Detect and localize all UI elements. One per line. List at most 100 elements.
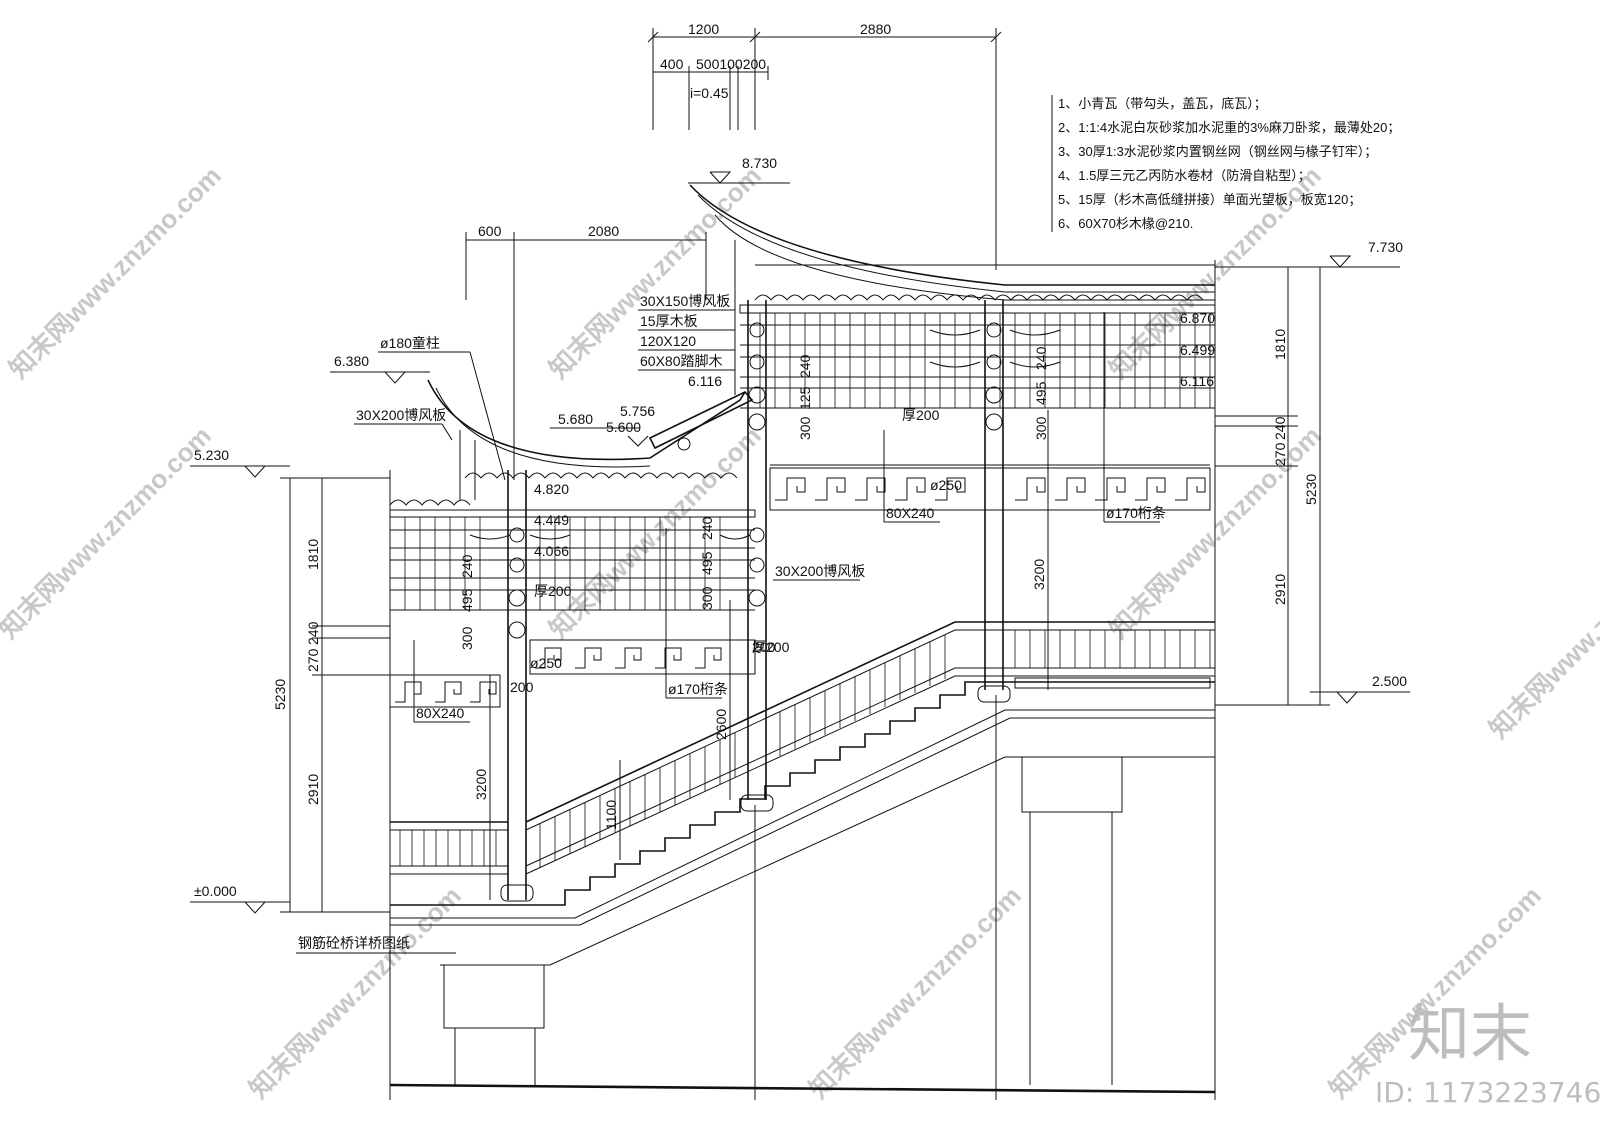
label-purlin-170-right: ø170桁条 xyxy=(1106,505,1166,521)
dim-slope: i=0.45 xyxy=(690,85,729,101)
watermark-site: 知末网www.znzmo.com xyxy=(1323,880,1547,1104)
bridge-structure xyxy=(389,260,1216,1100)
label-board-30x200-mid: 30X200博风板 xyxy=(775,563,865,579)
left-vertical-dims: 1810 240 270 5230 2910 xyxy=(272,477,390,913)
note-2: 2、1:1:4水泥白灰砂浆加水泥重的3%麻刀卧浆，最薄处20； xyxy=(1058,120,1400,136)
note-4: 4、1.5厚三元乙丙防水卷材（防滑自粘型）； xyxy=(1058,168,1311,184)
label-leg-60x80: 60X80踏脚木 xyxy=(640,353,722,369)
inner-dim-240-a: 240 xyxy=(459,554,475,578)
watermark-site: 知末网www.znzmo.com xyxy=(543,160,767,384)
columns xyxy=(469,300,1061,902)
label-80x240-left: 80X240 xyxy=(416,705,464,721)
stair-and-railing xyxy=(390,621,1215,966)
watermark-site: 知末网www.znzmo.com xyxy=(3,160,227,384)
inner-dim-240-c: 240 xyxy=(797,354,813,378)
right-dim-2910: 2910 xyxy=(1272,574,1288,605)
label-purlin-170-mid: ø170桁条 xyxy=(668,681,728,697)
inner-dim-200-b: 200 xyxy=(752,639,776,655)
inner-dim-3200-left: 3200 xyxy=(473,769,489,800)
upper-roof xyxy=(689,184,1216,511)
elev-6870: 6.870 xyxy=(1180,310,1215,326)
left-dim-5230: 5230 xyxy=(272,679,288,710)
inner-dim-240-d: 240 xyxy=(1033,346,1049,370)
dim-2080: 2080 xyxy=(588,223,619,239)
left-roof-dimensions: 600 2080 xyxy=(465,223,707,480)
label-thick200-c: 厚200 xyxy=(752,639,790,655)
inner-dim-495-d: 495 xyxy=(1033,381,1049,405)
right-vertical-dims: 1810 240 270 5230 2910 xyxy=(1215,266,1330,706)
left-dim-240: 240 xyxy=(305,621,321,645)
label-phi250-right: ø250 xyxy=(930,477,962,493)
elev-4820: 4.820 xyxy=(534,481,569,497)
inner-dim-300-b: 300 xyxy=(699,586,715,610)
right-dim-1810: 1810 xyxy=(1272,329,1288,360)
lower-roof xyxy=(389,379,756,900)
label-phi250-left: ø250 xyxy=(530,655,562,671)
elev-5230: 5.230 xyxy=(194,447,229,463)
elev-7730: 7.730 xyxy=(1368,239,1403,255)
label-80x240-right: 80X240 xyxy=(886,505,934,521)
left-dim-270: 270 xyxy=(305,648,321,672)
inner-dim-240-b: 240 xyxy=(699,516,715,540)
elev-2500: 2.500 xyxy=(1372,673,1407,689)
inner-dim-300-c: 300 xyxy=(797,416,813,440)
elev-4449: 4.449 xyxy=(534,512,569,528)
note-1: 1、小青瓦（带勾头，盖瓦，底瓦）； xyxy=(1058,96,1267,112)
watermark-site: 知末网www.znzmo.com xyxy=(1483,520,1600,744)
label-board-30x200-left: 30X200博风板 xyxy=(356,407,446,423)
inner-dim-3200-right: 3200 xyxy=(1031,559,1047,590)
dim-600: 600 xyxy=(478,223,502,239)
label-wood-15: 15厚木板 xyxy=(640,313,698,329)
construction-notes: 1、小青瓦（带勾头，盖瓦，底瓦）； 2、1:1:4水泥白灰砂浆加水泥重的3%麻刀… xyxy=(1051,95,1400,232)
note-3: 3、30厚1:3水泥砂浆内置钢丝网（钢丝网与椽子钉牢）； xyxy=(1058,144,1377,160)
inner-vertical-dims: 3200 3200 2600 1100 200 200 300 495 240 … xyxy=(459,346,1049,900)
watermark-layer: 知末网www.znzmo.com 知末网www.znzmo.com 知末网www… xyxy=(0,160,1600,1104)
watermark-id: ID: 1173223746 xyxy=(1375,1076,1600,1109)
label-post-180: ø180童柱 xyxy=(380,335,440,351)
upper-roof-slats xyxy=(759,313,1211,408)
inner-dim-300-a: 300 xyxy=(459,626,475,650)
label-bridge-note: 钢筋砼桥详桥图纸 xyxy=(298,935,410,951)
inner-dim-1100: 1100 xyxy=(603,800,619,830)
dim-400: 400 xyxy=(660,56,684,72)
elev-5756: 5.756 xyxy=(620,403,655,419)
left-dim-1810: 1810 xyxy=(305,539,321,570)
elev-6116-right: 6.116 xyxy=(1180,373,1214,389)
upper-roof-tiles xyxy=(754,294,1204,301)
note-6: 6、60X70杉木椽@210. xyxy=(1058,216,1193,231)
elev-6116: 6.116 xyxy=(688,373,722,389)
elev-4066: 4.066 xyxy=(534,543,569,559)
elev-0: ±0.000 xyxy=(194,883,237,899)
right-dim-240: 240 xyxy=(1272,416,1288,440)
label-board-30x150: 30X150博风板 xyxy=(640,293,730,309)
elev-8730: 8.730 xyxy=(742,155,777,171)
dim-2880: 2880 xyxy=(860,21,891,37)
elev-5600: 5.600 xyxy=(606,419,641,435)
inner-dim-125: 125 xyxy=(797,386,813,410)
dim-500100200: 500100200 xyxy=(696,56,766,72)
watermark-logo: 知末 xyxy=(1408,997,1532,1070)
label-sq-120: 120X120 xyxy=(640,333,696,349)
elev-6380: 6.380 xyxy=(334,353,369,369)
inner-dim-300-d: 300 xyxy=(1033,416,1049,440)
inner-dim-495-a: 495 xyxy=(459,588,475,612)
member-labels: 30X150博风板 15厚木板 120X120 60X80踏脚木 ø180童柱 … xyxy=(296,293,1166,954)
right-dim-270: 270 xyxy=(1272,442,1288,466)
top-dimension-chain: 1200 2880 400 500100200 i=0.45 xyxy=(647,21,1002,270)
elevation-markers: 8.730 7.730 6.870 6.499 6.116 6.116 6.38… xyxy=(190,155,1410,914)
watermark-site: 知末网www.znzmo.com xyxy=(803,880,1027,1104)
inner-dim-495-b: 495 xyxy=(699,551,715,575)
inner-dim-2600: 2600 xyxy=(713,709,729,740)
left-dim-2910: 2910 xyxy=(305,774,321,805)
elev-5680: 5.680 xyxy=(558,411,593,427)
label-thick200-b: 厚200 xyxy=(534,583,572,599)
watermark-site: 知末网www.znzmo.com xyxy=(0,420,217,644)
dim-1200: 1200 xyxy=(688,21,719,37)
inner-dim-200-a: 200 xyxy=(510,679,534,695)
elev-6499: 6.499 xyxy=(1180,342,1215,358)
label-thick200-a: 厚200 xyxy=(902,407,940,423)
right-dim-5230: 5230 xyxy=(1303,474,1319,505)
watermark-site: 知末网www.znzmo.com xyxy=(243,880,467,1104)
watermark-corner: 知末 ID: 1173223746 xyxy=(1375,997,1600,1109)
